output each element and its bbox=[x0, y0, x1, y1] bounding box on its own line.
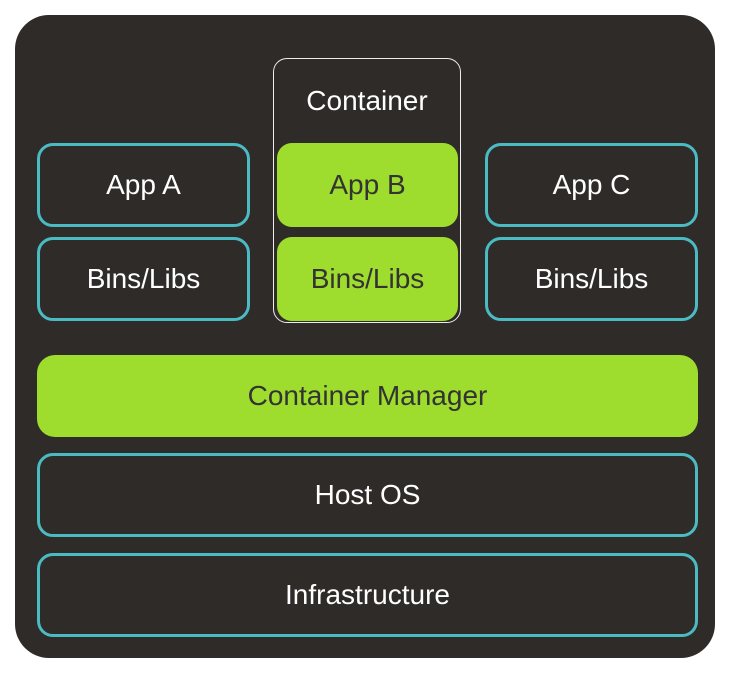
bins-libs-a-box: Bins/Libs bbox=[37, 237, 250, 321]
bins-libs-b-box: Bins/Libs bbox=[277, 237, 458, 321]
host-os-bar: Host OS bbox=[37, 453, 698, 537]
architecture-panel: Container App A Bins/Libs App B Bins/Lib… bbox=[15, 15, 715, 658]
container-manager-bar: Container Manager bbox=[37, 355, 698, 437]
container-manager-label: Container Manager bbox=[247, 380, 488, 411]
bins-libs-c-label: Bins/Libs bbox=[534, 263, 649, 294]
bins-libs-a-label: Bins/Libs bbox=[86, 263, 201, 294]
app-b-box: App B bbox=[277, 143, 458, 227]
infrastructure-bar: Infrastructure bbox=[37, 553, 698, 637]
bins-libs-c-box: Bins/Libs bbox=[485, 237, 698, 321]
app-b-label: App B bbox=[329, 169, 406, 200]
app-a-box: App A bbox=[37, 143, 250, 227]
app-a-label: App A bbox=[106, 169, 181, 200]
app-c-label: App C bbox=[552, 169, 631, 200]
app-c-box: App C bbox=[485, 143, 698, 227]
container-group-outline bbox=[273, 58, 461, 323]
bins-libs-b-label: Bins/Libs bbox=[310, 263, 425, 294]
container-group-label: Container bbox=[306, 84, 428, 116]
host-os-label: Host OS bbox=[314, 479, 421, 510]
infrastructure-label: Infrastructure bbox=[285, 579, 450, 610]
